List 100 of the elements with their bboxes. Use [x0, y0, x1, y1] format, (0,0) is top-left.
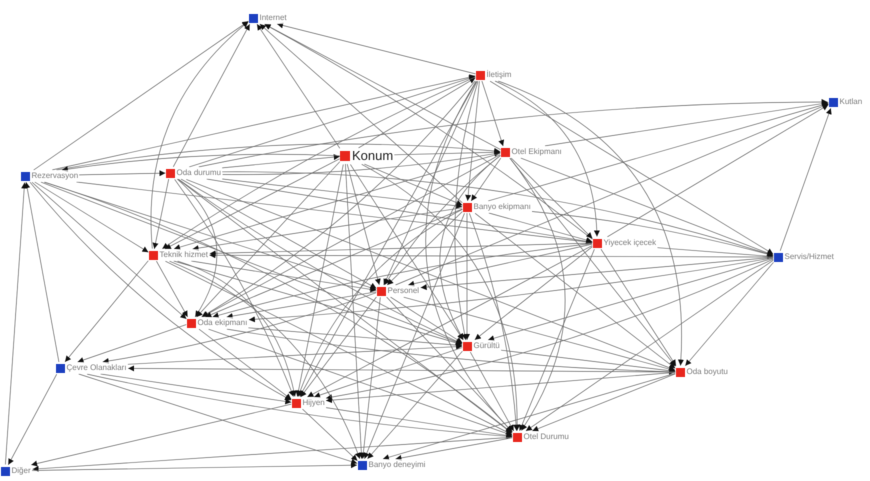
- network-node: [340, 148, 394, 164]
- arrow: [190, 260, 377, 292]
- arrow: [498, 80, 684, 366]
- arrow: [226, 291, 377, 319]
- arrow: [425, 80, 512, 432]
- arrow: [222, 150, 501, 175]
- arrow: [76, 182, 593, 245]
- network-node: [166, 167, 222, 179]
- arrow: [469, 212, 520, 432]
- arrow: [474, 212, 676, 369]
- node-label: Internet: [260, 12, 287, 24]
- arrow: [127, 344, 462, 365]
- arrow: [276, 22, 476, 74]
- arrow: [33, 20, 249, 170]
- arrow: [32, 436, 512, 472]
- arrow: [474, 246, 593, 340]
- arrow: [470, 158, 502, 202]
- arrow: [367, 350, 463, 460]
- arrow: [202, 154, 500, 318]
- arrow: [403, 296, 676, 372]
- arrow: [488, 102, 828, 202]
- arrow: [32, 462, 358, 471]
- arrow: [490, 80, 774, 254]
- arrow: [326, 372, 676, 404]
- arrow: [34, 182, 149, 253]
- arrow: [196, 161, 340, 318]
- arrow: [510, 158, 676, 367]
- arrow: [128, 365, 676, 372]
- arrow: [77, 324, 187, 363]
- arrow: [176, 178, 218, 318]
- network-node: [20, 170, 80, 182]
- arrow: [8, 374, 58, 466]
- arrow: [180, 178, 377, 289]
- network-node: [292, 397, 326, 409]
- arrow: [205, 208, 462, 318]
- arrow: [299, 81, 477, 397]
- arrow: [178, 178, 462, 344]
- arrow: [500, 350, 676, 374]
- arrow: [384, 155, 501, 286]
- arrow: [464, 212, 470, 340]
- arrow: [350, 164, 464, 340]
- arrow: [30, 404, 292, 466]
- arrow: [386, 296, 513, 432]
- arrow: [390, 296, 463, 344]
- arrow: [212, 243, 592, 318]
- arrow: [532, 373, 676, 432]
- arrow: [62, 154, 340, 172]
- arrow: [780, 108, 832, 252]
- arrow: [307, 245, 593, 398]
- arrow: [520, 158, 774, 256]
- arrow: [488, 258, 774, 342]
- arrow: [314, 347, 463, 398]
- arrow: [454, 81, 478, 340]
- arrow: [86, 374, 513, 440]
- arrow: [358, 77, 476, 148]
- arrow: [5, 182, 28, 465]
- arrow: [248, 257, 774, 322]
- arrow: [178, 178, 512, 434]
- arrow: [173, 260, 462, 346]
- arrow: [100, 374, 292, 404]
- arrow: [382, 373, 676, 460]
- node-label: Rezervasyon: [32, 170, 78, 182]
- arrow: [209, 242, 592, 256]
- node-label: Konum: [352, 148, 394, 164]
- arrow: [259, 24, 463, 204]
- arrow: [172, 24, 250, 168]
- arrow: [394, 149, 501, 156]
- node-label: Servis/Hizmet: [784, 251, 834, 263]
- node-label: Banyo ekipmanı: [474, 201, 531, 213]
- network-node: [186, 317, 248, 329]
- arrow: [188, 76, 476, 168]
- arrow: [395, 437, 513, 461]
- arrow: [510, 158, 593, 239]
- network-node: [56, 362, 128, 374]
- arrow: [264, 24, 501, 150]
- arrow: [177, 260, 297, 397]
- arrow: [56, 144, 501, 170]
- arrow: [165, 260, 512, 435]
- arrow: [198, 99, 828, 168]
- node-label: Oda durumu: [176, 167, 221, 179]
- arrow: [510, 158, 566, 431]
- node-label: Kutlan: [840, 96, 862, 108]
- node-label: Hijyen: [302, 397, 325, 409]
- arrow: [345, 164, 364, 460]
- arrow: [32, 182, 187, 320]
- arrow: [208, 252, 774, 258]
- arrow: [519, 248, 595, 432]
- arrow: [383, 80, 478, 286]
- arrow: [360, 296, 381, 460]
- arrow: [222, 154, 340, 168]
- arrow: [364, 164, 463, 206]
- arrow: [40, 182, 462, 345]
- arrow: [174, 179, 294, 397]
- arrow: [152, 178, 170, 250]
- node-label: Otel Durumu: [524, 431, 569, 443]
- node-label: Yiyecek içecek: [604, 237, 656, 249]
- arrow: [156, 260, 188, 318]
- arrow: [44, 182, 376, 290]
- arrow: [30, 182, 292, 401]
- arrow: [264, 24, 593, 240]
